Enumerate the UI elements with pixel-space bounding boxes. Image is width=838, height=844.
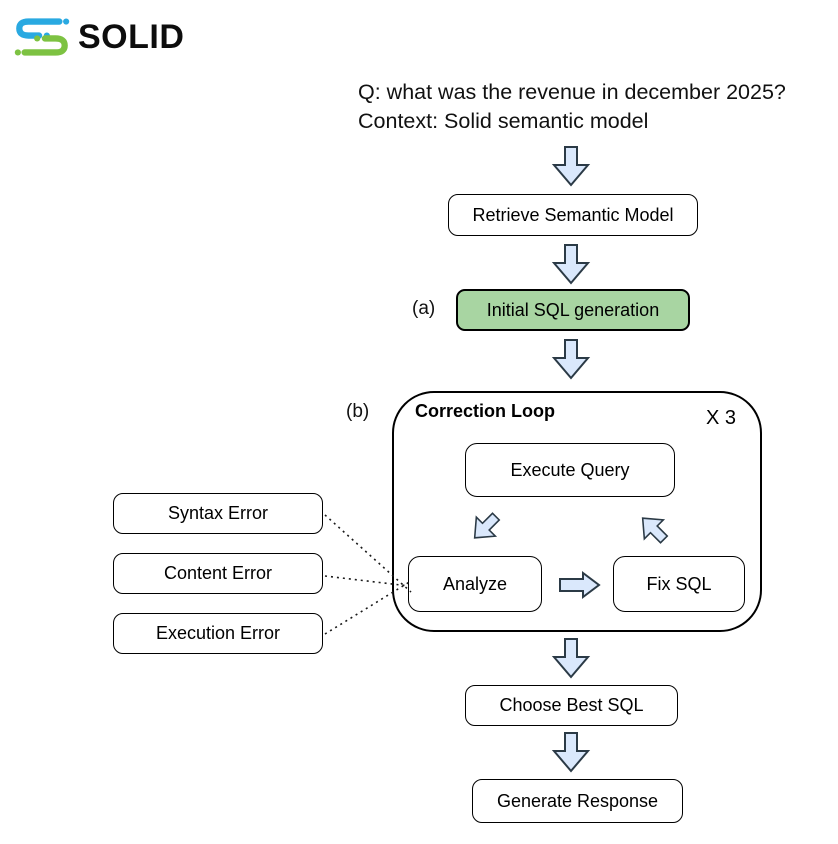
- execute-query-node: Execute Query: [465, 443, 675, 497]
- loop-repeat-count: X 3: [706, 407, 737, 429]
- node-label: Execution Error: [155, 623, 281, 643]
- initial-sql-generation-node: Initial SQL generation: [456, 289, 690, 331]
- solid-s-icon: [14, 18, 70, 56]
- step-label-b: (b): [346, 401, 370, 422]
- node-label: Generate Response: [496, 790, 659, 811]
- analyze-node: Analyze: [408, 556, 542, 612]
- correction-loop-title: Correction Loop: [415, 401, 555, 421]
- retrieve-semantic-model-node: Retrieve Semantic Model: [448, 194, 698, 236]
- syntax-error-node: Syntax Error: [113, 493, 323, 534]
- query-text: Q: what was the revenue in december 2025…: [358, 78, 786, 136]
- node-label: Content Error: [163, 563, 273, 583]
- node-label: Initial SQL generation: [486, 299, 660, 320]
- step-label-a: (a): [412, 298, 436, 319]
- down-arrow-icon: [551, 244, 591, 285]
- node-label: Execute Query: [510, 459, 630, 480]
- down-arrow-icon: [551, 638, 591, 679]
- down-arrow-icon: [551, 146, 591, 187]
- brand-logo: SOLID: [14, 15, 184, 59]
- context-line: Context: Solid semantic model: [358, 109, 649, 133]
- down-left-arrow-icon: [473, 512, 501, 539]
- fix-sql-node: Fix SQL: [613, 556, 745, 612]
- node-label: Retrieve Semantic Model: [472, 204, 674, 225]
- generate-response-node: Generate Response: [472, 779, 683, 823]
- up-left-arrow-icon: [641, 517, 669, 544]
- node-label: Choose Best SQL: [499, 695, 644, 715]
- brand-name: SOLID: [78, 18, 185, 56]
- node-label: Syntax Error: [167, 503, 269, 523]
- node-label: Analyze: [442, 573, 508, 594]
- node-label: Fix SQL: [646, 573, 712, 594]
- query-line: Q: what was the revenue in december 2025…: [358, 80, 786, 104]
- down-arrow-icon: [551, 339, 591, 380]
- right-arrow-icon: [559, 571, 601, 599]
- down-arrow-icon: [551, 732, 591, 773]
- choose-best-sql-node: Choose Best SQL: [465, 685, 678, 726]
- content-error-node: Content Error: [113, 553, 323, 594]
- execution-error-node: Execution Error: [113, 613, 323, 654]
